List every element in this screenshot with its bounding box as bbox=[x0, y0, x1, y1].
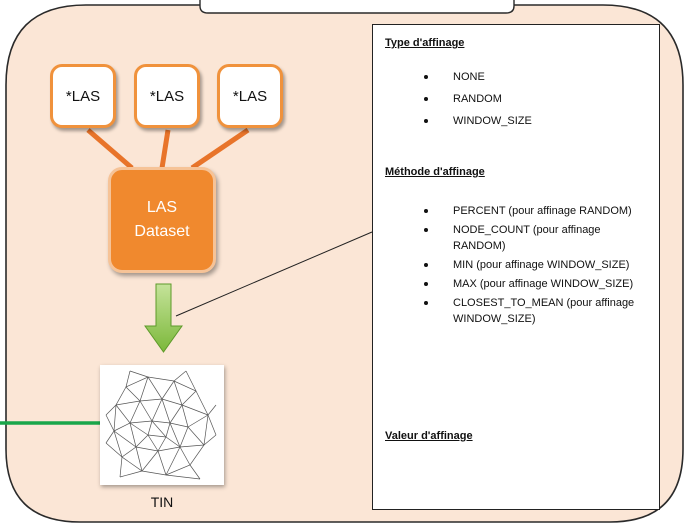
tin-label: TIN bbox=[150, 494, 174, 510]
list-item: MIN (pour affinage WINDOW_SIZE) bbox=[424, 257, 643, 273]
list-item: RANDOM bbox=[424, 91, 532, 107]
list-item: PERCENT (pour affinage RANDOM) bbox=[424, 203, 643, 219]
connector-line-1 bbox=[86, 128, 134, 170]
las-dataset-box: LAS Dataset bbox=[108, 167, 216, 273]
valeur-affinage-title: Valeur d'affinage bbox=[385, 430, 473, 442]
methode-affinage-title: Méthode d'affinage bbox=[385, 166, 485, 178]
las-file-label: *LAS bbox=[149, 87, 185, 105]
las-file-box: *LAS bbox=[217, 64, 283, 128]
list-item: MAX (pour affinage WINDOW_SIZE) bbox=[424, 276, 643, 292]
type-affinage-list: NONE RANDOM WINDOW_SIZE bbox=[424, 69, 532, 135]
las-file-label: *LAS bbox=[232, 87, 268, 105]
list-item: CLOSEST_TO_MEAN (pour affinage WINDOW_SI… bbox=[424, 295, 643, 327]
tin-mesh-image bbox=[100, 365, 224, 485]
connector-line-3 bbox=[190, 127, 250, 171]
top-box-edge bbox=[199, 0, 515, 14]
las-file-label: *LAS bbox=[65, 87, 101, 105]
dataset-label-line2: Dataset bbox=[134, 223, 190, 240]
list-item: WINDOW_SIZE bbox=[424, 115, 532, 127]
connector-line-2 bbox=[159, 129, 171, 169]
methode-affinage-list: PERCENT (pour affinage RANDOM) NODE_COUN… bbox=[424, 203, 643, 330]
las-file-box: *LAS bbox=[50, 64, 116, 128]
list-item: NONE bbox=[424, 69, 532, 85]
type-affinage-title: Type d'affinage bbox=[385, 37, 465, 49]
dataset-label-line1: LAS bbox=[146, 199, 178, 216]
callout-line bbox=[175, 231, 373, 317]
info-panel: Type d'affinage NONE RANDOM WINDOW_SIZE … bbox=[372, 24, 660, 510]
las-file-box: *LAS bbox=[134, 64, 200, 128]
down-arrow-icon bbox=[144, 283, 183, 353]
list-item: NODE_COUNT (pour affinage RANDOM) bbox=[424, 222, 643, 254]
